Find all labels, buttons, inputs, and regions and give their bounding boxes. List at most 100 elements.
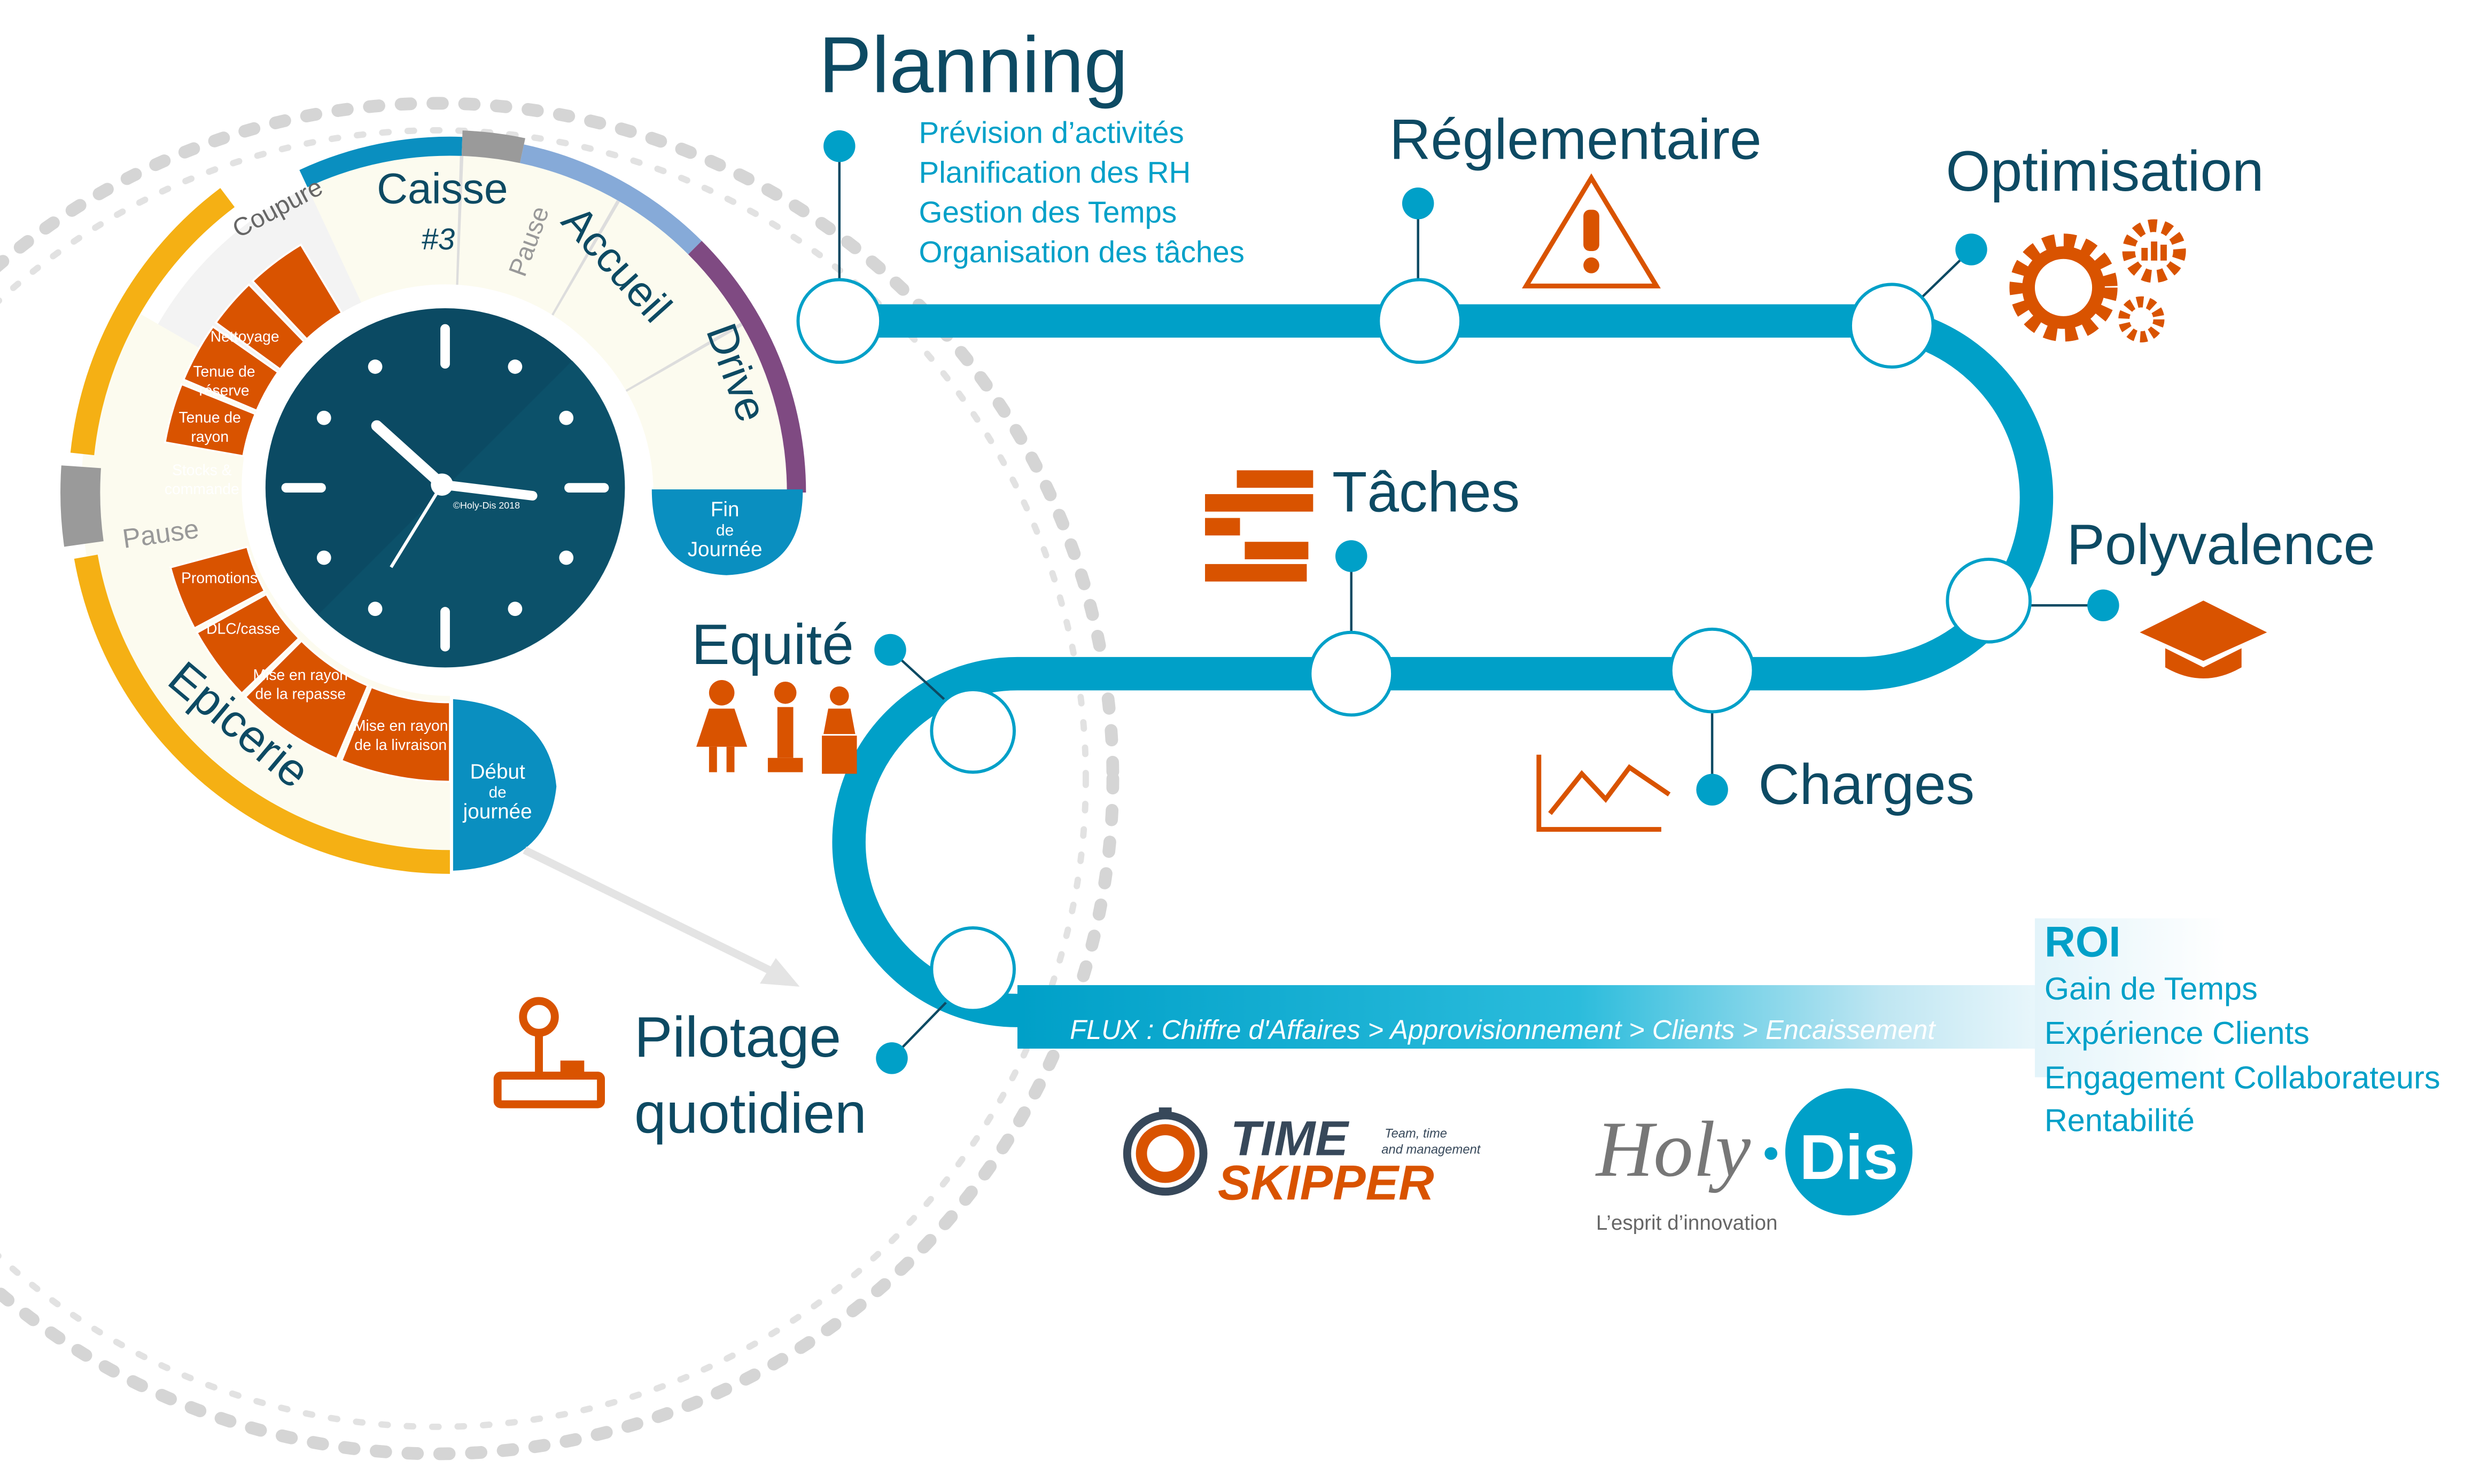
task-block-top xyxy=(182,325,279,412)
roi-title: ROI xyxy=(2044,918,2121,966)
logo-tag2: and management xyxy=(1381,1142,1481,1157)
fin-label: Fin de Journée xyxy=(688,498,763,561)
label-reglementaire: Réglementaire xyxy=(1389,107,1761,171)
logo-tagline: L’esprit d’innovation xyxy=(1596,1212,1778,1235)
task-block-bottom xyxy=(340,685,451,783)
fin-line: de xyxy=(716,521,734,539)
line-chart-icon xyxy=(1536,754,1671,832)
planning-item: Planification des RH xyxy=(919,155,1191,189)
debut-line: de xyxy=(489,784,507,801)
planning-item: Gestion des Temps xyxy=(919,195,1177,229)
segment-caisse-number: #3 xyxy=(421,222,455,256)
debut-line: Début xyxy=(470,760,525,783)
pins xyxy=(823,130,2119,1074)
clock-dot-mark xyxy=(559,410,574,425)
clock-dot-mark xyxy=(368,602,383,616)
people-icon xyxy=(696,680,857,774)
node-charges xyxy=(1669,627,1755,714)
epicerie-band-upper xyxy=(70,188,235,456)
roi-item: Expérience Clients xyxy=(2044,1015,2310,1051)
roi-item: Engagement Collaborateurs xyxy=(2044,1059,2440,1095)
task-label: Nettoyage xyxy=(211,327,279,345)
clock-dot-mark xyxy=(508,360,523,374)
debut-de-journee-lobe xyxy=(453,699,557,871)
segment-caisse: Caisse xyxy=(377,165,508,213)
fin-line: Fin xyxy=(711,498,740,521)
label-taches: Tâches xyxy=(1332,460,1520,524)
label-pilotage: Pilotage xyxy=(634,1005,841,1069)
clock-dot-mark xyxy=(559,550,574,565)
label-equite: Equité xyxy=(691,612,854,676)
label-optimisation: Optimisation xyxy=(1946,139,2264,203)
accueil-band xyxy=(520,144,702,255)
ring-divider xyxy=(550,200,620,317)
drive-band xyxy=(688,240,806,493)
node-equite xyxy=(930,688,1016,774)
label-polyvalence: Polyvalence xyxy=(2067,512,2375,576)
epicerie-band-lower xyxy=(74,554,450,874)
debut-arrow xyxy=(523,846,789,982)
task-label: Promotions xyxy=(181,569,258,587)
pin-equite xyxy=(874,634,906,666)
debut-line: journée xyxy=(463,800,532,823)
task-label: de la repasse xyxy=(255,685,346,702)
task-label: Tenue de xyxy=(179,409,241,426)
warning-icon xyxy=(1522,173,1661,288)
tasks-bars-icon xyxy=(1205,470,1313,582)
task-label: Tenue de xyxy=(193,363,255,380)
task-label: de la livraison xyxy=(354,736,447,753)
node-polyvalence xyxy=(1946,557,2032,644)
flux-text: FLUX : Chiffre d'Affaires > Approvisionn… xyxy=(1070,1014,1936,1045)
task-label: Stocks & xyxy=(172,461,232,478)
dotted-orbit xyxy=(0,97,1120,1460)
clock-copyright: ©Holy-Dis 2018 xyxy=(453,500,520,511)
clock-dot-mark xyxy=(316,550,331,565)
logo-holy: Holy xyxy=(1595,1105,1751,1193)
hour-hand xyxy=(371,420,448,490)
clock-dot-mark xyxy=(316,410,331,425)
node-pilotage xyxy=(930,926,1016,1012)
logo-tag1: Team, time xyxy=(1385,1127,1447,1141)
joystick-icon xyxy=(493,997,605,1108)
process-track xyxy=(832,304,2226,1077)
task-label: réserve xyxy=(199,382,249,399)
roi-item: Rentabilité xyxy=(2044,1103,2195,1138)
pin-optimisation xyxy=(1955,233,1987,265)
clock-icon: ©Holy-Dis 2018 xyxy=(265,308,625,668)
second-hand xyxy=(390,483,444,568)
roi-item: Gain de Temps xyxy=(2044,971,2258,1006)
task-block-bottom xyxy=(195,592,300,695)
planning-item: Organisation des tâches xyxy=(919,235,1245,269)
logo-dis: Dis xyxy=(1799,1122,1898,1193)
ring-divider xyxy=(625,322,743,392)
ring-divider xyxy=(456,155,464,290)
clock-dot-mark xyxy=(508,602,523,616)
label-charges: Charges xyxy=(1758,752,1974,816)
pause-left-block xyxy=(60,465,104,547)
node-planning xyxy=(796,278,883,364)
pin-planning xyxy=(823,130,856,162)
task-labels: Nettoyage Tenue de réserve Tenue de rayo… xyxy=(165,327,448,753)
planning-title: Planning xyxy=(819,20,1128,110)
pin-charges xyxy=(1696,774,1728,806)
task-block-top xyxy=(164,382,257,457)
pause-top-block xyxy=(461,130,525,163)
task-label: Mise en rayon xyxy=(253,666,348,683)
pin-taches xyxy=(1335,540,1367,572)
pin-polyvalence xyxy=(2087,589,2119,621)
task-label: DLC/casse xyxy=(206,620,280,637)
track-nodes xyxy=(796,278,2032,1012)
node-optimisation xyxy=(1848,283,1935,369)
task-label: commande xyxy=(165,480,239,497)
arrowhead-icon xyxy=(760,958,800,987)
planning-list: Prévision d’activités Planification des … xyxy=(919,116,1245,269)
gears-icon xyxy=(2009,219,2186,342)
node-reglementaire xyxy=(1377,278,1463,364)
task-label: Mise en rayon xyxy=(353,717,448,734)
debut-label: Début de journée xyxy=(463,760,532,823)
fin-line: Journée xyxy=(688,538,763,561)
timeskipper-logo: TIME SKIPPER Team, time and management xyxy=(1123,1107,1481,1210)
pin-reglementaire xyxy=(1402,187,1434,220)
holydis-logo: Holy Dis L’esprit d’innovation xyxy=(1595,1088,1913,1235)
